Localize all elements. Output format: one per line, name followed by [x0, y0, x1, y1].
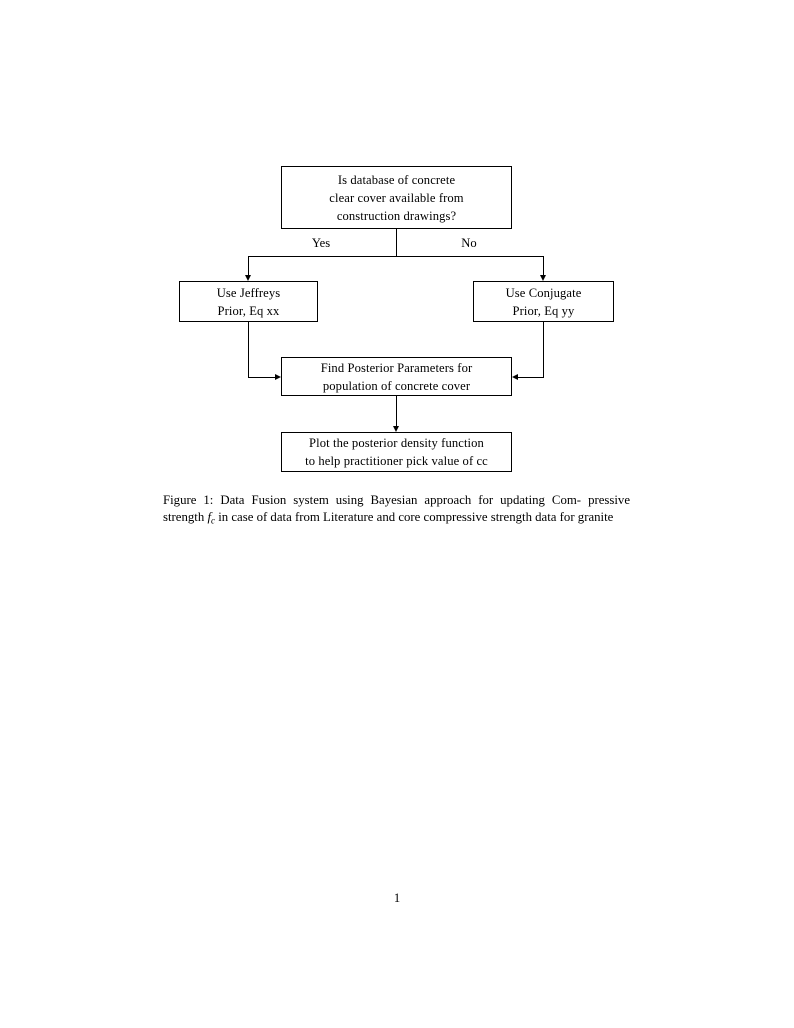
flow-node-jeffreys-prior: Use Jeffreys Prior, Eq xx	[179, 281, 318, 322]
posterior-line-2: population of concrete cover	[322, 378, 471, 393]
arrowhead-into-conjugate	[539, 275, 546, 281]
conjugate-line-2: Prior, Eq yy	[512, 303, 575, 318]
jeffreys-line-1: Use Jeffreys	[216, 285, 281, 300]
connector-posterior-to-plot	[396, 396, 397, 426]
connector-conjugate-left	[518, 377, 544, 378]
edge-label-no: No	[461, 236, 477, 250]
flow-node-conjugate-prior: Use Conjugate Prior, Eq yy	[473, 281, 614, 322]
caption-symbol-fc: fc	[207, 510, 215, 526]
plot-line-1: Plot the posterior density function	[309, 436, 484, 450]
connector-conjugate-down	[543, 322, 544, 377]
flow-node-posterior: Find Posterior Parameters for population…	[281, 357, 512, 396]
flowchart-figure: Is database of concrete clear cover avai…	[0, 0, 794, 490]
conjugate-line-1: Use Conjugate	[505, 285, 582, 300]
edge-label-yes: Yes	[311, 236, 331, 250]
jeffreys-line-2: Prior, Eq xx	[217, 303, 280, 318]
posterior-line-1: Find Posterior Parameters for	[320, 360, 473, 375]
caption-line-2b: in case of data from Literature and core…	[218, 510, 488, 525]
arrowhead-into-jeffreys	[244, 275, 251, 281]
caption-line-1: Data Fusion system using Bayesian approa…	[220, 493, 582, 507]
decision-line-2: clear cover available from	[329, 190, 464, 205]
connector-no-drop	[543, 256, 544, 275]
figure-caption: Figure 1: Data Fusion system using Bayes…	[163, 492, 630, 530]
caption-label: Figure 1:	[163, 493, 214, 507]
connector-jeffreys-down	[248, 322, 249, 377]
flow-node-plot: Plot the posterior density function to h…	[281, 432, 512, 472]
flow-node-decision: Is database of concrete clear cover avai…	[281, 166, 512, 229]
arrowhead-jeffreys-to-posterior	[275, 373, 281, 380]
decision-line-3: construction drawings?	[336, 208, 457, 223]
connector-decision-stem	[396, 229, 397, 257]
caption-line-2a: pressive strength	[163, 493, 630, 525]
connector-split-bar	[248, 256, 544, 257]
connector-jeffreys-right	[248, 377, 275, 378]
caption-line-3: strength data for granite	[490, 510, 614, 525]
arrowhead-into-plot	[392, 426, 399, 432]
page-number: 1	[393, 891, 401, 905]
arrowhead-conjugate-to-posterior	[512, 373, 518, 380]
connector-yes-drop	[248, 256, 249, 275]
decision-line-1: Is database of concrete	[337, 172, 456, 187]
plot-line-2: to help practitioner pick value of cc	[305, 454, 488, 468]
